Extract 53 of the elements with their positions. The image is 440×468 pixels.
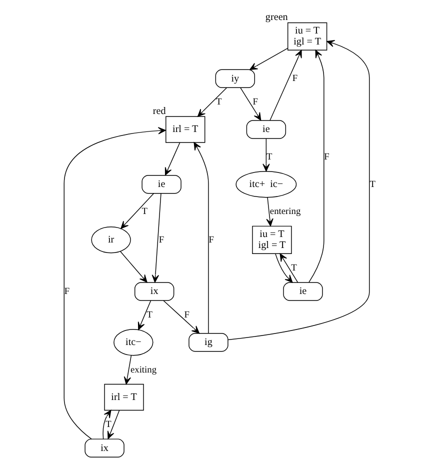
edge-label: F xyxy=(252,97,258,108)
node-label: green xyxy=(265,11,288,22)
node-label: red xyxy=(152,105,166,116)
node-box: irl = T xyxy=(166,116,206,142)
arrow xyxy=(164,142,180,175)
arrow xyxy=(124,354,132,384)
edge-label: entering xyxy=(270,206,301,217)
edge-label: F xyxy=(158,234,164,245)
node-box: iu = T igl = T xyxy=(252,225,292,254)
arrow xyxy=(270,49,302,120)
arrow xyxy=(197,86,228,116)
edge-label: F xyxy=(292,74,298,84)
node-box: irl = T xyxy=(104,383,144,410)
edge-label: T xyxy=(146,310,153,320)
arrow xyxy=(228,40,370,340)
node-box: ix xyxy=(134,282,174,300)
node-box: ie xyxy=(246,120,286,138)
arrow xyxy=(280,252,298,282)
arrow xyxy=(163,300,200,334)
node-box: iu = T igl = T xyxy=(287,22,328,50)
edge-label: F xyxy=(184,310,190,320)
arrow xyxy=(120,192,154,228)
edge-label: F xyxy=(324,152,330,162)
node-box: ig xyxy=(188,332,228,352)
arrow xyxy=(152,192,162,282)
node-ellipse: ir xyxy=(91,226,131,253)
arrow xyxy=(262,138,270,172)
node-box: ie xyxy=(283,282,323,300)
arrow xyxy=(275,253,293,282)
arrow xyxy=(250,47,288,70)
node-box: ix xyxy=(84,438,124,457)
arrow xyxy=(107,409,120,439)
node-box: iy xyxy=(215,68,255,88)
arrow xyxy=(138,300,152,330)
arrow xyxy=(194,142,209,334)
node-box: ie xyxy=(142,174,182,194)
edge-label: F xyxy=(208,234,214,245)
arrow xyxy=(266,196,274,226)
arrow xyxy=(120,250,148,282)
edge-label: T xyxy=(370,179,376,190)
edge-label: T xyxy=(216,97,222,108)
edge-label: T xyxy=(142,206,148,217)
edge-label: exiting xyxy=(130,364,157,375)
node-ellipse: itc+ ic− xyxy=(236,170,297,198)
node-ellipse: itc− xyxy=(114,328,154,356)
edge-label: T xyxy=(266,152,272,162)
edge-label: T xyxy=(106,420,112,430)
arrow xyxy=(308,49,324,282)
edge-label: F xyxy=(64,286,70,296)
arrow xyxy=(102,409,112,439)
arrow xyxy=(240,86,262,120)
arrow xyxy=(64,126,166,439)
edge-label: T xyxy=(291,263,297,274)
